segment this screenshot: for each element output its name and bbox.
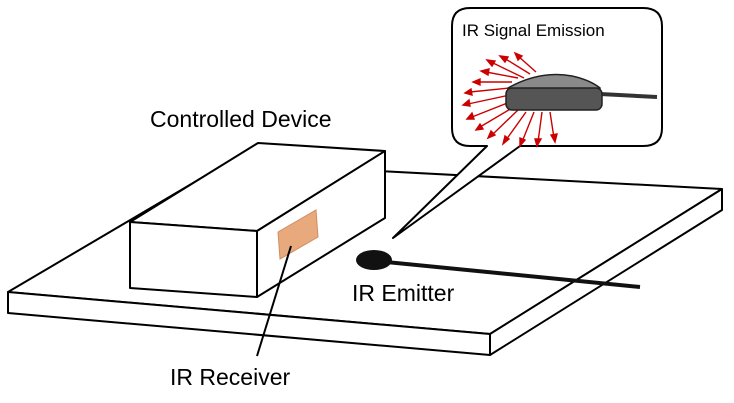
- device-right: [256, 150, 386, 298]
- ir-receiver-label: IR Receiver: [170, 364, 290, 390]
- ir-signal-emission-label: IR Signal Emission: [462, 21, 605, 40]
- emitter-closeup-body: [505, 87, 603, 111]
- surface-right-edge: [489, 188, 723, 356]
- emitter-closeup-cable: [599, 92, 658, 99]
- emitter-head: [356, 250, 392, 270]
- ir-receiver-window: [277, 209, 319, 260]
- ir-emitter-closeup: [505, 73, 658, 111]
- emitter-cable: [375, 259, 641, 289]
- ir-receiver-leader-line: [256, 245, 292, 357]
- controlled-device-label: Controlled Device: [150, 106, 332, 132]
- ir-signal-arrows: [461, 51, 558, 148]
- controlled-device: [129, 142, 386, 298]
- ir-emitter-label: IR Emitter: [352, 280, 455, 306]
- ir-emitter: [356, 250, 641, 289]
- device-front: [129, 221, 258, 298]
- callout-bubble: [392, 7, 663, 239]
- ir-signal-callout: IR Signal Emission: [392, 7, 663, 239]
